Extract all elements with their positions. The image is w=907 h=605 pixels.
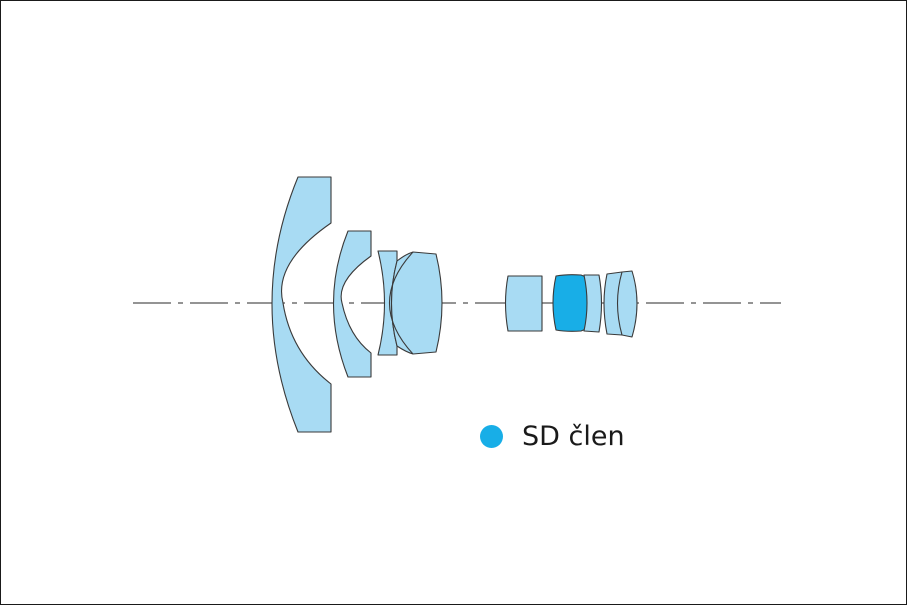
- lens-element-4-inner-surface: [388, 251, 414, 355]
- lens-element-6-sd: [552, 274, 590, 332]
- legend-label: SD člen: [522, 421, 625, 452]
- lens-element-4: [390, 251, 443, 355]
- lens-element-8: [603, 271, 623, 336]
- lens-element-1: [271, 176, 332, 433]
- sd-element-marker: [480, 425, 503, 448]
- lens-element-2: [333, 230, 372, 378]
- lens-element-9: [617, 270, 638, 338]
- lens-element-7: [583, 274, 603, 333]
- legend: SD člen: [480, 421, 625, 452]
- lens-element-5: [504, 275, 543, 332]
